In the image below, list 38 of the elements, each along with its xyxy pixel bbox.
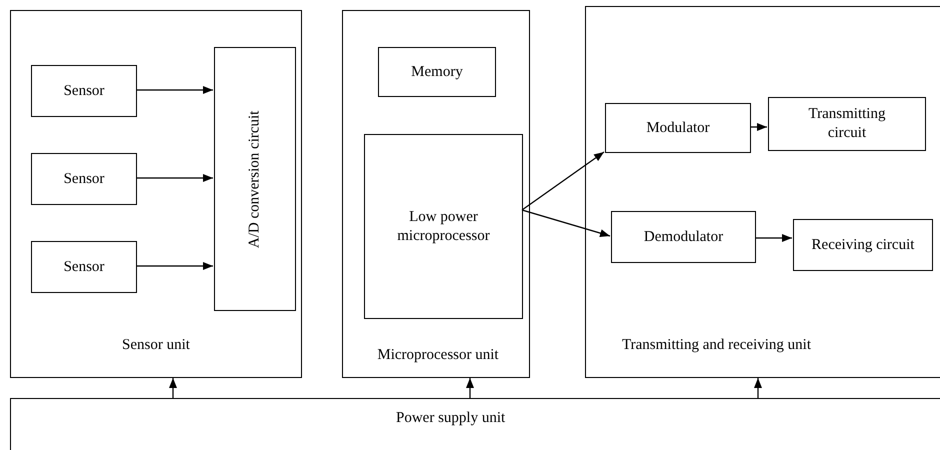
node-label: Memory — [410, 62, 464, 82]
process-box — [214, 47, 296, 311]
unit-label: Transmitting and receiving unit — [622, 336, 812, 355]
node-label: A/D conversion circuit — [246, 110, 264, 248]
unit-panel — [10, 10, 302, 378]
process-box — [364, 134, 523, 319]
node-label: Modulator — [645, 118, 711, 138]
process-box — [378, 47, 496, 97]
arrow — [754, 378, 762, 398]
arrow — [169, 378, 177, 398]
arrow — [750, 123, 767, 131]
node-label: Demodulator — [642, 228, 724, 246]
process-box — [605, 103, 751, 153]
unit-label: Sensor unit — [121, 336, 191, 355]
node-label: Power supply unit — [396, 409, 506, 428]
node-label: Sensor — [62, 170, 106, 188]
process-box — [31, 241, 137, 293]
arrow — [136, 262, 213, 270]
node-label: Receiving circuit — [810, 236, 916, 254]
unit-panel — [342, 10, 530, 378]
unit-label: Microprocessor unit — [376, 346, 500, 365]
process-box — [31, 153, 137, 205]
arrow — [755, 234, 792, 242]
node-label: Sensor — [62, 258, 106, 276]
process-box — [31, 65, 137, 117]
arrow — [466, 378, 474, 398]
node-label: Low power microprocessor — [396, 208, 491, 246]
process-box — [793, 219, 933, 271]
arrow — [522, 152, 604, 210]
node-label: Transmitting circuit — [808, 105, 886, 143]
unit-panel — [585, 6, 940, 378]
arrow — [136, 174, 213, 182]
arrow — [522, 209, 610, 237]
arrow — [136, 86, 213, 94]
process-box — [768, 97, 926, 151]
unit-panel — [10, 398, 940, 450]
process-box — [611, 211, 756, 263]
node-label: Sensor — [62, 82, 106, 100]
